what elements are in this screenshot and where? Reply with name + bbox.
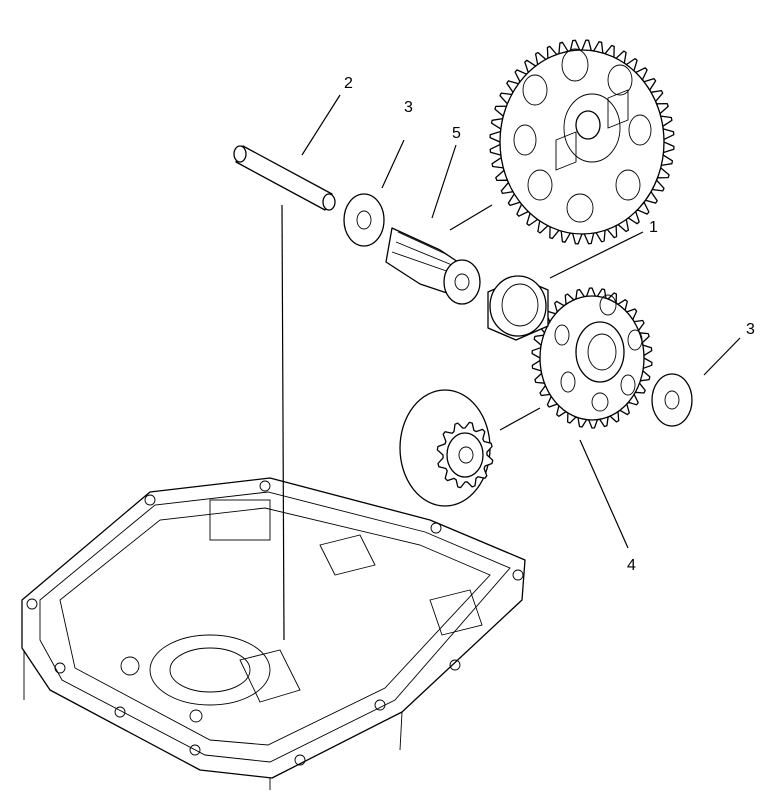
leader-lines [301,94,741,549]
callout-5: 5 [452,125,461,142]
callout-3-right: 3 [746,321,755,338]
callout-1: 1 [649,219,658,236]
bushing [487,275,549,341]
callout-4: 4 [627,557,636,574]
alignment-lines [281,204,541,641]
large-gear [489,39,675,245]
pinion-gear [385,227,481,305]
transmission-housing [21,477,526,790]
thrust-washer-left [343,193,385,247]
plate-gear [399,389,494,507]
callout-2: 2 [344,75,353,92]
thrust-washer-right [651,373,693,427]
shaft [233,145,336,211]
callout-3-left: 3 [404,99,413,116]
drive-gear [531,287,653,429]
